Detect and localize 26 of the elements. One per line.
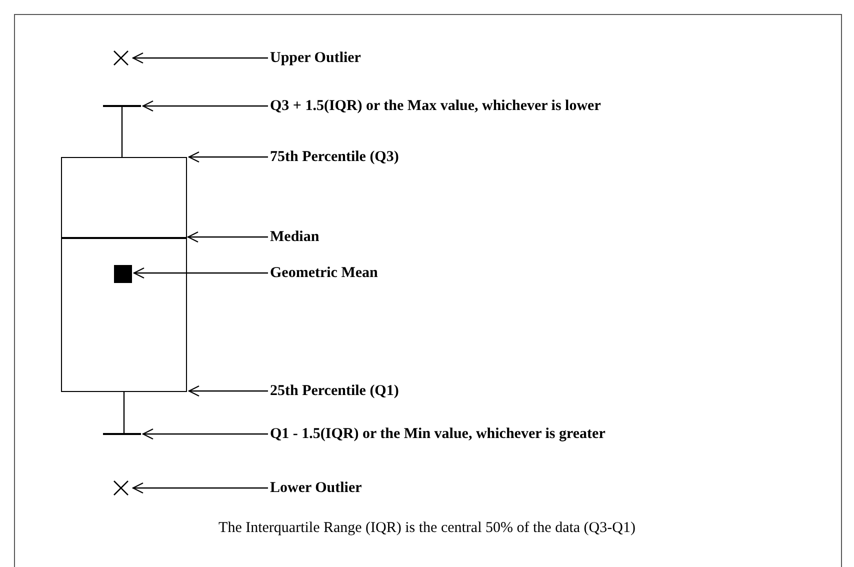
- outlier-mark: [111, 48, 131, 68]
- caption-text: The Interquartile Range (IQR) is the central 50% of the data (Q3-Q1): [218, 520, 636, 536]
- arrow: [188, 151, 268, 163]
- annotation-label: Q1 - 1.5(IQR) or the Min value, whichever is greater: [270, 424, 606, 444]
- whisker-line: [123, 392, 125, 433]
- whisker-line: [121, 107, 123, 157]
- arrow: [142, 100, 268, 112]
- mean-marker: [114, 265, 132, 283]
- annotation-label: Q3 + 1.5(IQR) or the Max value, whichever is lower: [270, 96, 601, 116]
- arrow: [142, 428, 268, 440]
- arrow: [133, 267, 268, 279]
- annotation-label: Upper Outlier: [270, 48, 361, 68]
- median-line: [62, 237, 186, 239]
- annotation-label: 25th Percentile (Q1): [270, 381, 399, 401]
- arrow: [132, 482, 268, 494]
- whisker-cap: [103, 433, 141, 435]
- annotation-label: Geometric Mean: [270, 263, 378, 283]
- whisker-cap: [103, 105, 141, 107]
- annotation-label: Lower Outlier: [270, 478, 362, 498]
- arrow: [187, 231, 268, 243]
- outlier-mark: [111, 478, 131, 498]
- arrow: [132, 52, 268, 64]
- annotation-label: Median: [270, 227, 320, 247]
- arrow: [188, 385, 268, 397]
- box: [61, 157, 187, 392]
- annotation-label: 75th Percentile (Q3): [270, 147, 399, 167]
